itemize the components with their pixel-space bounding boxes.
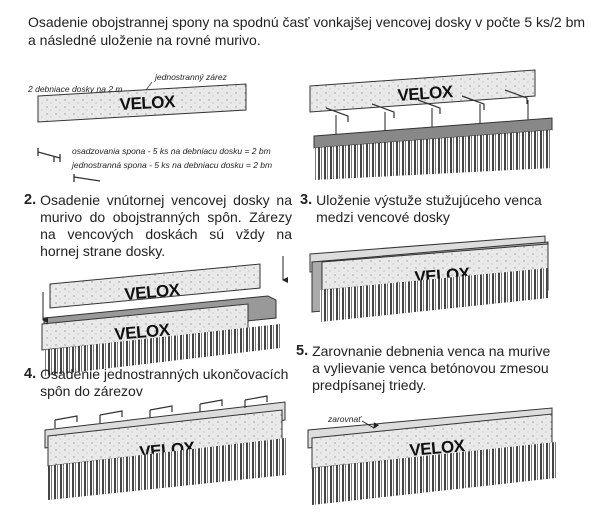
step1-text-line2: a následné uloženie na rovné murivo.	[28, 32, 261, 48]
step3-illustration: VELOX	[309, 235, 549, 322]
velox-logo: VELOX	[124, 280, 182, 304]
step3-text: 3. Uloženie výstuže stužujúceho venca me…	[300, 192, 550, 226]
step4-text: 4. Osadenie jednostranných ukončovacích …	[24, 366, 294, 400]
step4-illustration: VELOX	[44, 395, 286, 500]
board-outer-step1: VELOX	[37, 83, 247, 123]
step5-description: Zarovnanie debnenia venca na murive a vy…	[312, 343, 551, 393]
step2-illustration: VELOX VELOX	[41, 256, 288, 376]
step1-text-line1: Osadenie obojstrannej spony na spodnú ča…	[28, 14, 586, 30]
masonry-wall-step1	[313, 117, 553, 180]
step2-text: 2. Osadenie vnútornej vencovej dosky na …	[24, 192, 292, 260]
boards-label: 2 debniace dosky na 2 m	[28, 84, 123, 94]
clip-icons	[37, 148, 101, 182]
step5-number: 5.	[296, 343, 309, 359]
velox-logo: VELOX	[397, 82, 454, 105]
step4-description: Osadenie jednostranných ukončovacích spô…	[40, 366, 289, 399]
notch-pointer	[145, 81, 153, 91]
velox-logo: VELOX	[119, 92, 176, 114]
notch-label: jednostranný zárez	[155, 72, 227, 82]
single-clip-label: jednostranná spona - 5 ks na debniacu do…	[72, 160, 273, 170]
step3-number: 3.	[300, 192, 313, 208]
step5-illustration: VELOX	[307, 407, 556, 505]
step3-description: Uloženie výstuže stužujúceho venca medzi…	[316, 192, 542, 225]
double-clip-label: osadzovania spona - 5 ks na debniacu dos…	[72, 146, 271, 156]
step2-number: 2.	[24, 192, 37, 208]
step2-description: Osadenie vnútornej vencovej dosky na mur…	[40, 192, 292, 259]
step4-number: 4.	[24, 366, 37, 382]
align-label: zarovnať	[328, 414, 362, 424]
step5-text: 5. Zarovnanie debnenia venca na murive a…	[296, 343, 561, 394]
